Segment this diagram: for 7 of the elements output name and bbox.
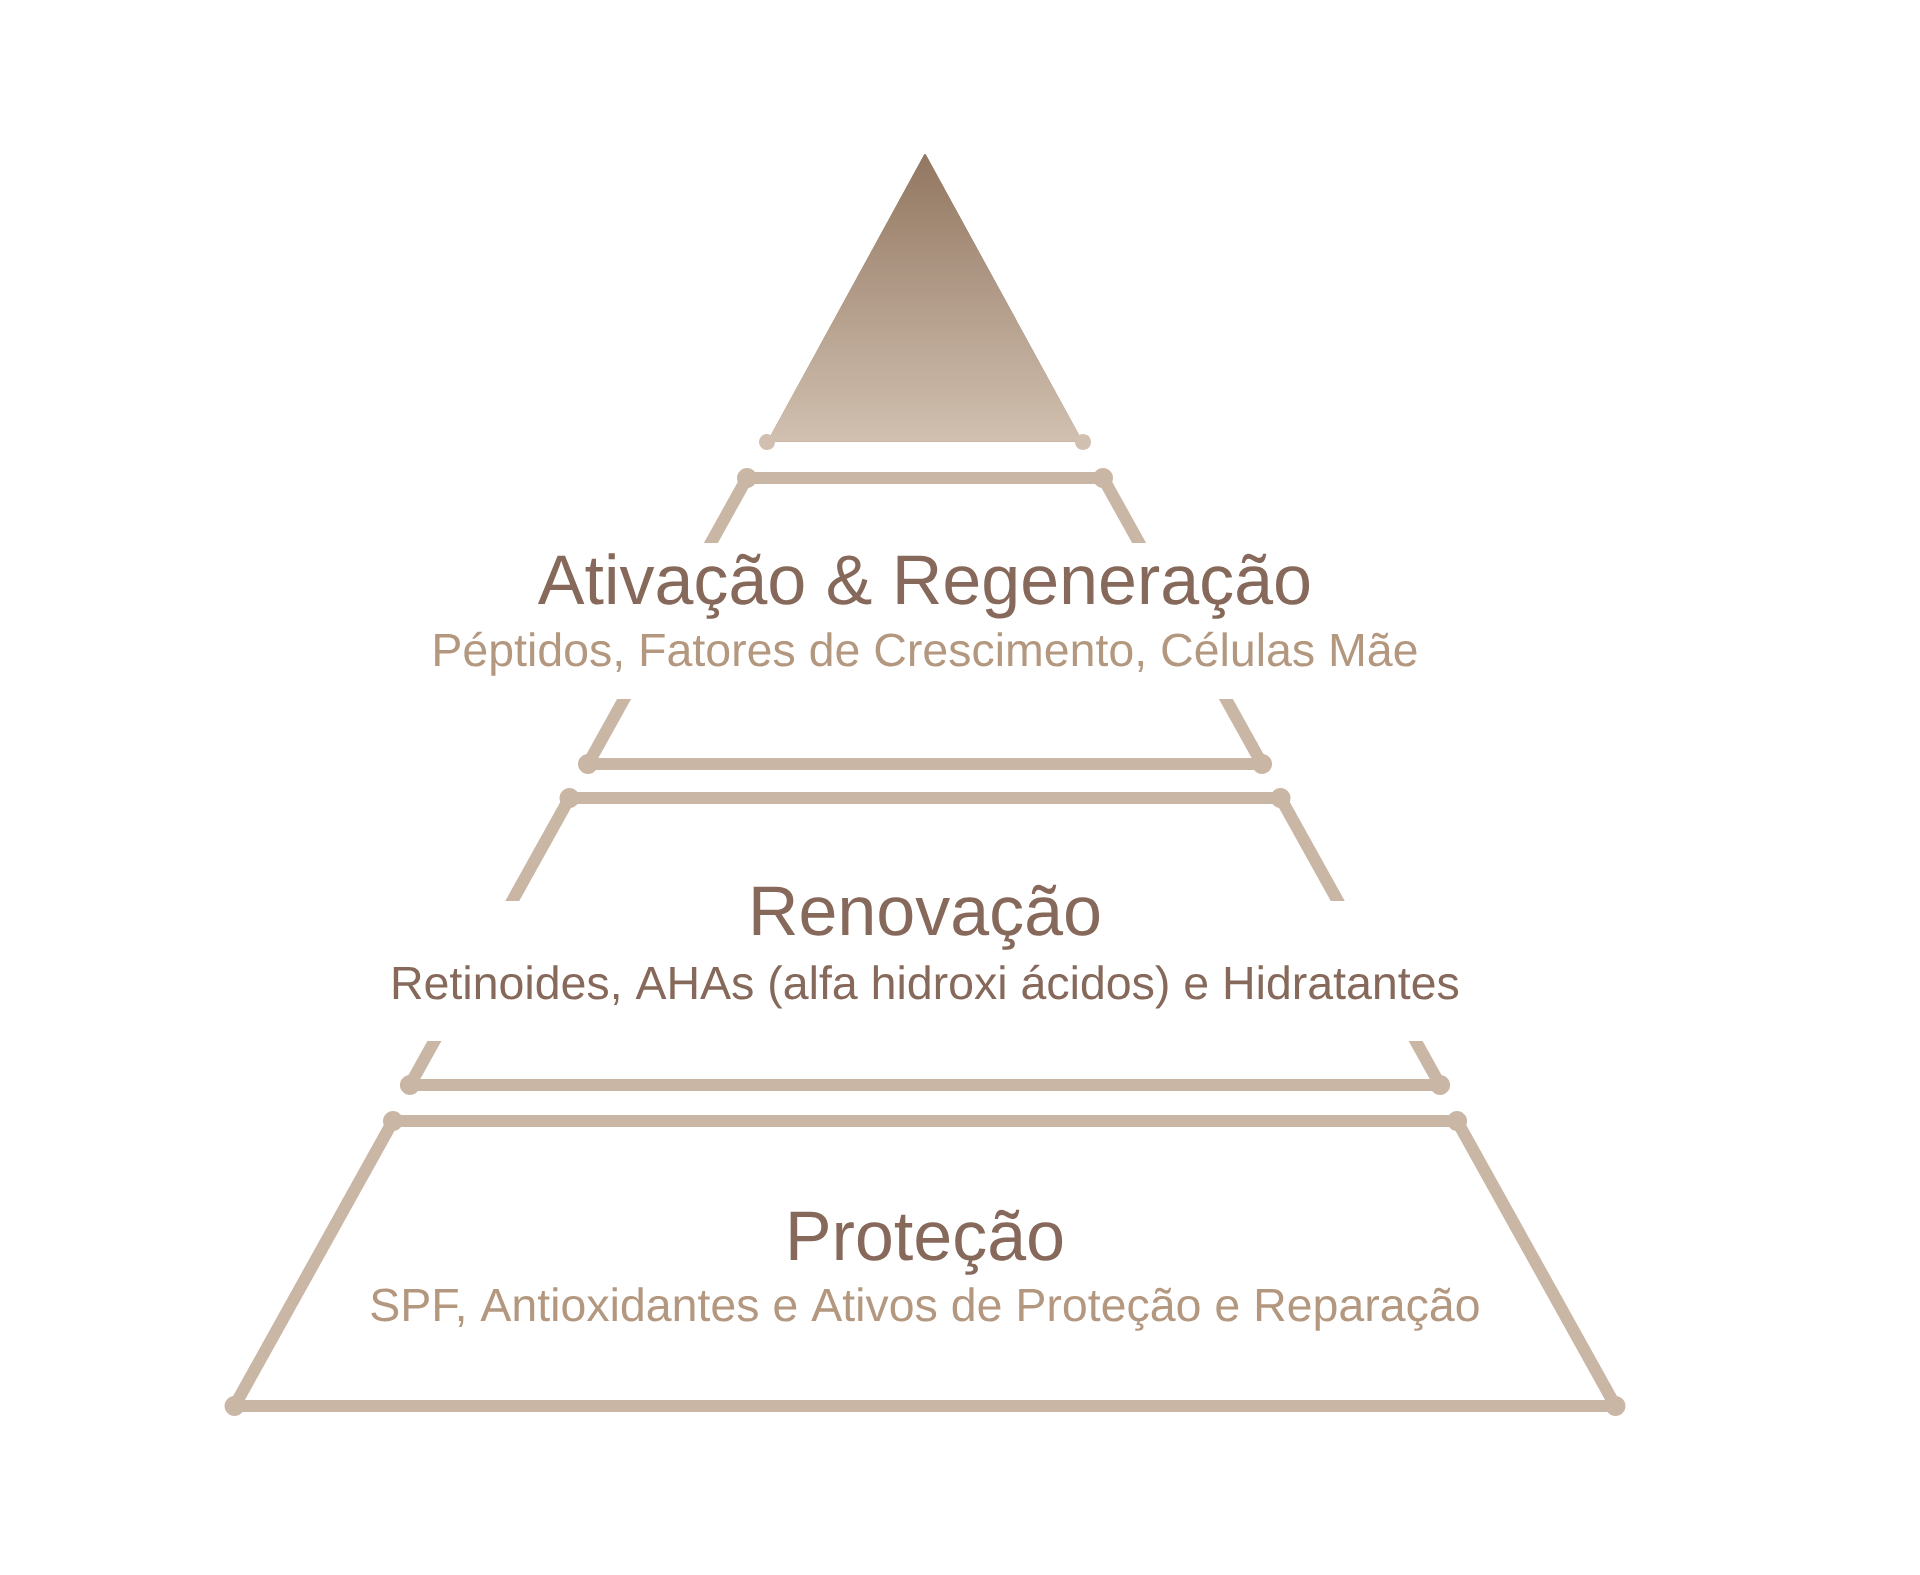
tier-title: Renovação bbox=[753, 884, 1100, 950]
tier-title: Proteção bbox=[790, 1209, 1063, 1275]
tier-description: Péptidos, Fatores de Crescimento, Células Mãe bbox=[435, 631, 1417, 676]
tier-description: Retinoides, AHAs (alfa hidroxi ácidos) e Hidratantes bbox=[393, 964, 1459, 1009]
tier-title: Ativação & Regeneração bbox=[537, 553, 1310, 619]
pyramid-apex bbox=[759, 154, 1091, 450]
tier-description: SPF, Antioxidantes e Ativos de Proteção e Reparação bbox=[371, 1287, 1479, 1331]
